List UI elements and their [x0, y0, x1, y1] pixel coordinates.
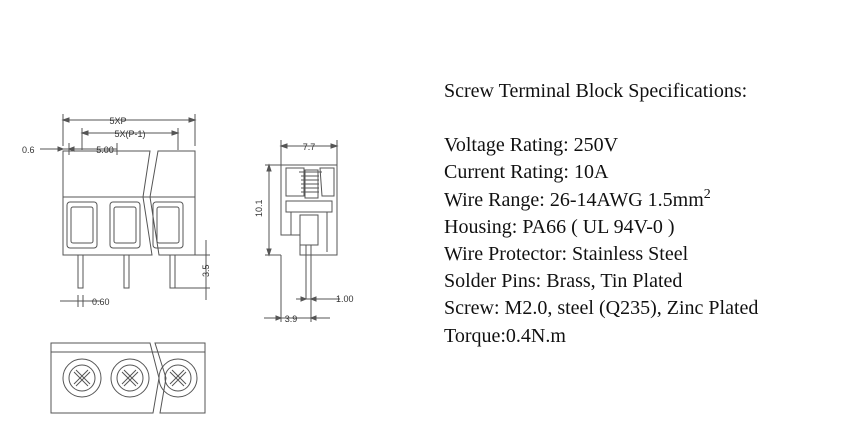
dim-pin-width: 0.60	[92, 297, 110, 307]
spec-current: Current Rating: 10A	[444, 161, 609, 184]
spec-screw: Screw: M2.0, steel (Q235), Zinc Plated	[444, 297, 759, 320]
spec-housing: Housing: PA66 ( UL 94V-0 )	[444, 215, 675, 238]
spec-voltage: Voltage Rating: 250V	[444, 134, 619, 157]
screw-head-2	[110, 358, 150, 398]
dim-height: 10.1	[254, 199, 264, 217]
spec-panel: Screw Terminal Block Specifications: Vol…	[444, 78, 839, 350]
screw-head-1	[62, 358, 102, 398]
spec-wire-range: Wire Range: 26-14AWG 1.5mm2	[444, 186, 711, 211]
dim-pin-offset: 3.9	[285, 314, 298, 324]
dim-depth: 7.7	[303, 142, 316, 152]
spec-wire-protector: Wire Protector: Stainless Steel	[444, 243, 689, 266]
spec-title: Screw Terminal Block Specifications:	[444, 80, 748, 102]
top-view	[50, 342, 206, 414]
dim-pitch: 5.00	[96, 145, 114, 155]
dim-pitch-span: 5X(P-1)	[114, 129, 145, 139]
screw-head-3	[158, 358, 198, 398]
spec-torque: Torque:0.4N.m	[444, 324, 566, 347]
dim-pin-length: 3.5	[201, 264, 211, 277]
dim-overall: 5XP	[109, 116, 126, 126]
spec-solder-pins: Solder Pins: Brass, Tin Plated	[444, 270, 683, 293]
superscript: 2	[703, 186, 711, 202]
dim-edge: 0.6	[22, 145, 35, 155]
front-view	[40, 114, 210, 307]
dim-pin-diameter: 1.00	[336, 294, 354, 304]
side-view	[264, 140, 340, 322]
